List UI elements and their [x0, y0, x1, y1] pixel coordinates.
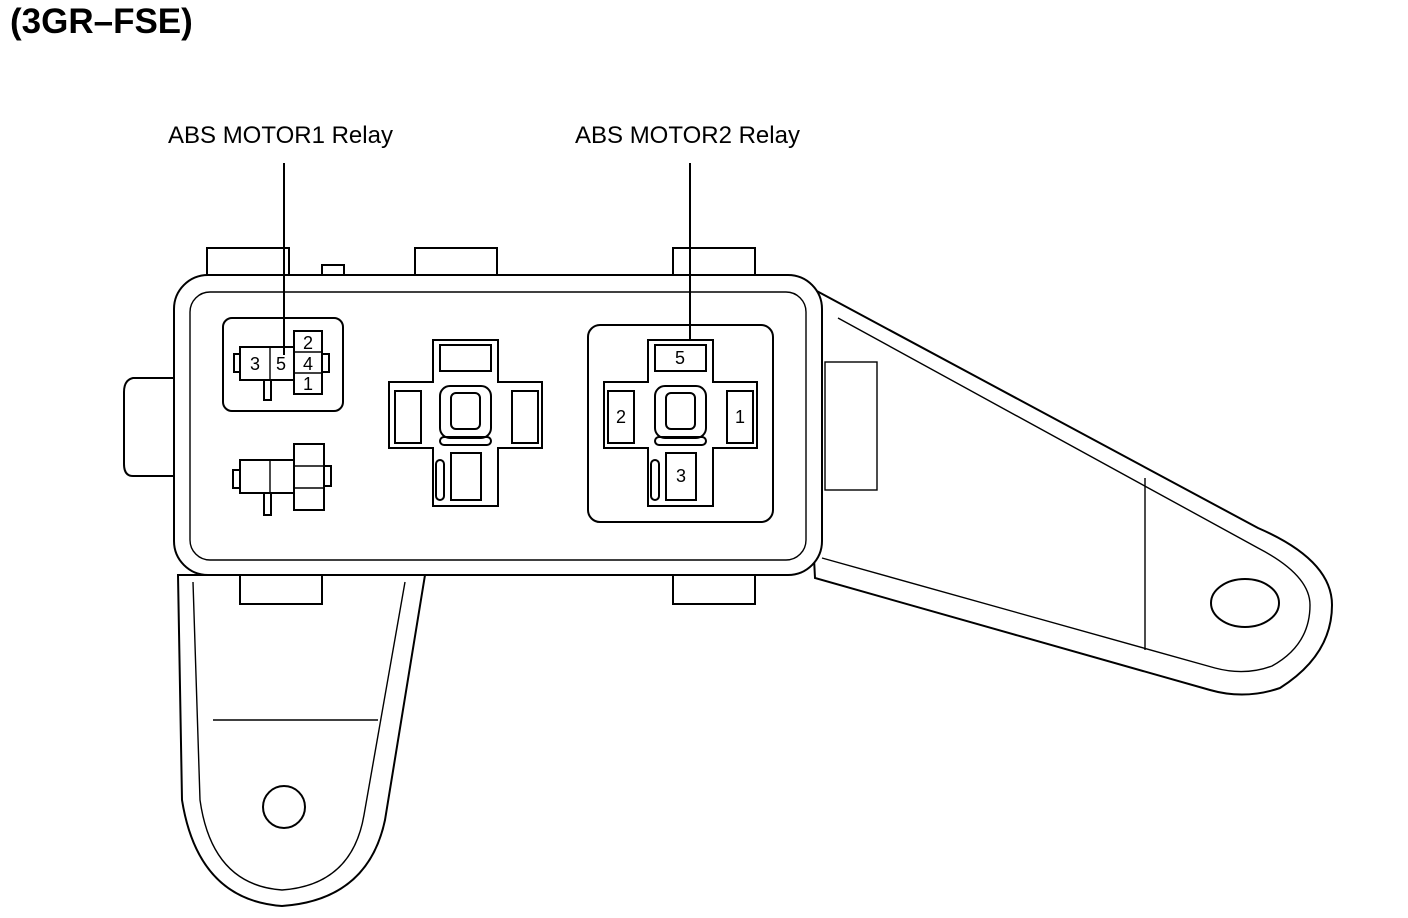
relay2-pin-2: 2 [616, 407, 626, 427]
right-mounting-bracket [798, 280, 1334, 696]
relay1-pin-3: 3 [250, 354, 260, 374]
left-side-tab [123, 377, 179, 477]
lower-mounting-bracket [176, 574, 427, 908]
relay2-pin-1: 1 [735, 407, 745, 427]
relay2-pin-5: 5 [675, 348, 685, 368]
relay2-pin-3: 3 [676, 466, 686, 486]
right-bolt-hole [1210, 578, 1280, 628]
small-relay-socket-lower [232, 443, 332, 516]
abs-motor2-relay-label: ABS MOTOR2 Relay [575, 122, 800, 149]
relay1-pin-5: 5 [276, 354, 286, 374]
engine-code-heading: (3GR–FSE) [10, 2, 193, 41]
middle-relay-socket [388, 339, 543, 507]
relay1-pin-1: 1 [303, 374, 313, 394]
lower-bolt-hole [262, 785, 306, 829]
abs-motor1-relay-socket: 3 5 2 4 1 [222, 317, 344, 412]
relay1-pin-4: 4 [303, 354, 313, 374]
relay1-pin-2: 2 [303, 333, 313, 353]
abs-motor2-relay-socket: 5 2 1 3 [587, 324, 774, 523]
abs-motor1-relay-label: ABS MOTOR1 Relay [168, 122, 393, 149]
